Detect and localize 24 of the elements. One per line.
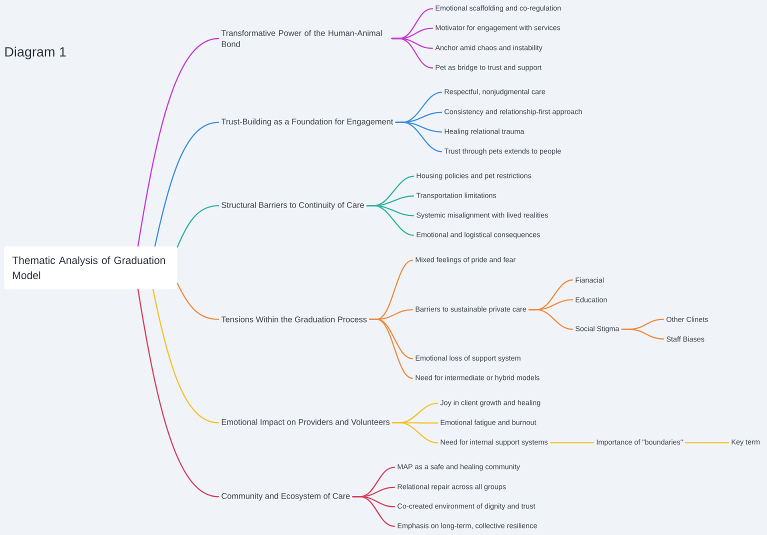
- main-topic: Trust-Building as a Foundation for Engagement: [221, 118, 394, 126]
- branch-line: [528, 309, 574, 330]
- diagram-title: Diagram 1: [5, 46, 66, 60]
- branch-line: [152, 288, 220, 424]
- branch-line: [137, 38, 220, 247]
- branch-line: [369, 318, 414, 379]
- branch-line: [154, 122, 220, 247]
- main-topic: Emotional Impact on Providers and Volunteers: [222, 418, 390, 427]
- branch-line: [621, 328, 664, 340]
- central-topic-box: Thematic Analysis of Graduation Model: [4, 246, 178, 290]
- main-topic: Structural Barriers to Continuity of Care: [222, 202, 364, 210]
- branch-line: [395, 122, 442, 152]
- main-topic: Tensions Within the Graduation Process: [221, 316, 367, 322]
- branch-line: [137, 288, 220, 498]
- main-topic: Community and Ecosystem of Care: [222, 492, 350, 501]
- branch-line: [685, 442, 730, 444]
- branch-line: [352, 496, 396, 527]
- branch-line: [391, 38, 434, 69]
- branch-line: [366, 205, 414, 236]
- branch-line: [176, 205, 220, 248]
- branch-line: [176, 282, 220, 320]
- branch-line: [392, 422, 438, 444]
- branch-line: [550, 442, 594, 444]
- main-topic: Transformative Power of the Human-Animal Bond: [221, 30, 382, 47]
